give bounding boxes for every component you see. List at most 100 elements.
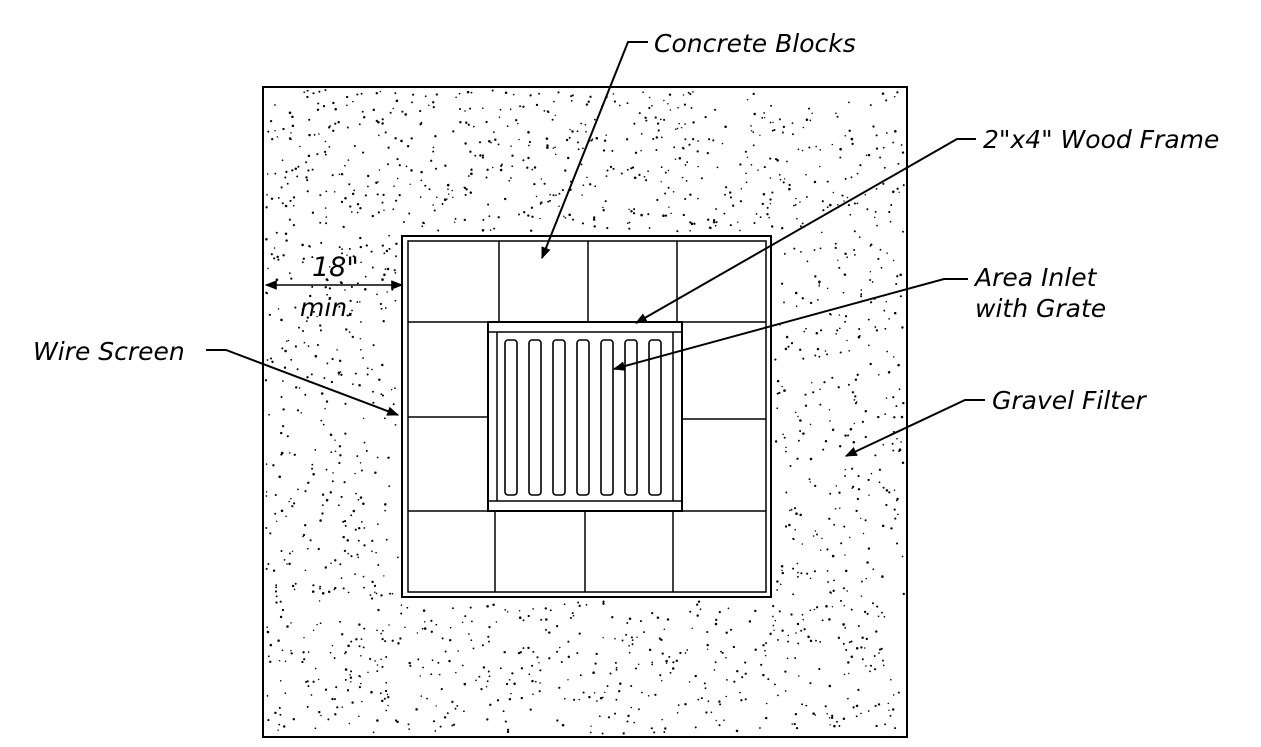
gravel-dot	[791, 723, 793, 725]
gravel-dot	[877, 703, 881, 706]
gravel-dot	[736, 221, 739, 223]
gravel-dot	[268, 313, 271, 316]
gravel-dot	[882, 182, 885, 185]
gravel-dot	[840, 542, 843, 545]
gravel-dot	[311, 211, 315, 214]
gravel-dot	[282, 380, 284, 382]
gravel-dot	[279, 600, 282, 603]
gravel-dot	[377, 211, 380, 214]
gravel-dot	[819, 149, 822, 151]
gravel-dot	[867, 153, 871, 157]
gravel-dot	[446, 198, 448, 200]
gravel-dot	[510, 692, 512, 695]
gravel-dot	[806, 572, 809, 575]
gravel-dot	[275, 595, 278, 598]
gravel-dot	[652, 137, 655, 141]
gravel-dot	[377, 181, 379, 183]
gravel-dot	[844, 569, 848, 573]
gravel-dot	[861, 658, 864, 661]
gravel-dot	[463, 186, 467, 189]
gravel-dot	[548, 631, 551, 634]
gravel-dot	[831, 606, 834, 608]
gravel-dot	[437, 229, 440, 232]
gravel-dot	[815, 606, 819, 609]
gravel-dot	[266, 173, 269, 175]
gravel-dot	[871, 602, 875, 605]
gravel-dot	[884, 413, 887, 415]
gravel-dot	[277, 258, 280, 261]
gravel-dot	[314, 449, 317, 451]
gravel-dot	[278, 659, 281, 662]
gravel-dot	[319, 194, 322, 197]
gravel-dot	[281, 649, 284, 652]
gravel-dot	[679, 651, 682, 655]
gravel-dot	[896, 187, 899, 190]
gravel-dot	[468, 633, 470, 635]
gravel-dot	[399, 637, 402, 640]
gravel-dot	[680, 126, 683, 129]
gravel-dot	[285, 239, 288, 242]
gravel-dot	[630, 210, 633, 213]
gravel-dot	[372, 401, 375, 404]
gravel-dot	[586, 176, 588, 179]
gravel-dot	[797, 148, 800, 151]
gravel-dot	[795, 197, 797, 200]
gravel-dot	[303, 658, 306, 661]
gravel-dot	[729, 628, 733, 631]
gravel-dot	[380, 632, 382, 635]
gravel-dot	[883, 615, 886, 618]
gravel-dot	[873, 216, 876, 219]
gravel-dot	[785, 450, 787, 453]
gravel-dot	[785, 446, 787, 449]
gravel-dot	[869, 664, 873, 667]
gravel-dot	[769, 632, 772, 636]
gravel-dot	[622, 732, 625, 735]
gravel-dot	[434, 167, 438, 170]
gravel-dot	[306, 376, 309, 379]
gravel-dot	[367, 174, 370, 178]
gravel-dot	[269, 532, 272, 535]
gravel-dot	[434, 135, 437, 138]
gravel-dot	[642, 91, 644, 94]
gravel-dot	[611, 616, 614, 619]
gravel-dot	[684, 138, 687, 141]
gravel-dot	[777, 694, 779, 697]
gravel-dot	[458, 92, 461, 95]
gravel-dot	[400, 604, 403, 606]
gravel-dot	[367, 671, 369, 673]
gravel-dot	[307, 345, 310, 347]
gravel-dot	[593, 225, 596, 228]
gravel-dot	[352, 509, 356, 513]
gravel-dot	[310, 694, 313, 696]
gravel-dot	[893, 489, 896, 491]
gravel-dot	[578, 698, 580, 701]
gravel-dot	[748, 620, 752, 623]
gravel-dot	[739, 691, 741, 694]
gravel-dot	[290, 132, 292, 134]
gravel-dot	[648, 227, 651, 229]
gravel-dot	[277, 196, 280, 199]
gravel-dot	[688, 143, 691, 146]
gravel-dot	[799, 419, 802, 422]
gravel-dot	[874, 704, 877, 707]
gravel-dot	[830, 313, 832, 316]
gravel-dot	[407, 723, 410, 726]
gravel-dot	[799, 348, 802, 351]
gravel-dot	[269, 660, 272, 663]
gravel-dot	[577, 148, 580, 151]
gravel-dot	[786, 657, 789, 660]
gravel-dot	[867, 318, 870, 321]
gravel-dot	[401, 110, 404, 113]
gravel-dot	[438, 673, 441, 676]
gravel-dot	[395, 255, 397, 258]
gravel-dot	[674, 128, 677, 131]
gravel-dot	[700, 177, 703, 180]
gravel-dot	[490, 141, 492, 144]
gravel-dot	[768, 216, 770, 219]
gravel-dot	[835, 112, 837, 115]
gravel-dot	[813, 249, 816, 251]
gravel-dot	[394, 92, 397, 95]
gravel-dot	[488, 625, 491, 629]
gravel-dot	[851, 142, 854, 146]
gravel-dot	[325, 498, 329, 502]
